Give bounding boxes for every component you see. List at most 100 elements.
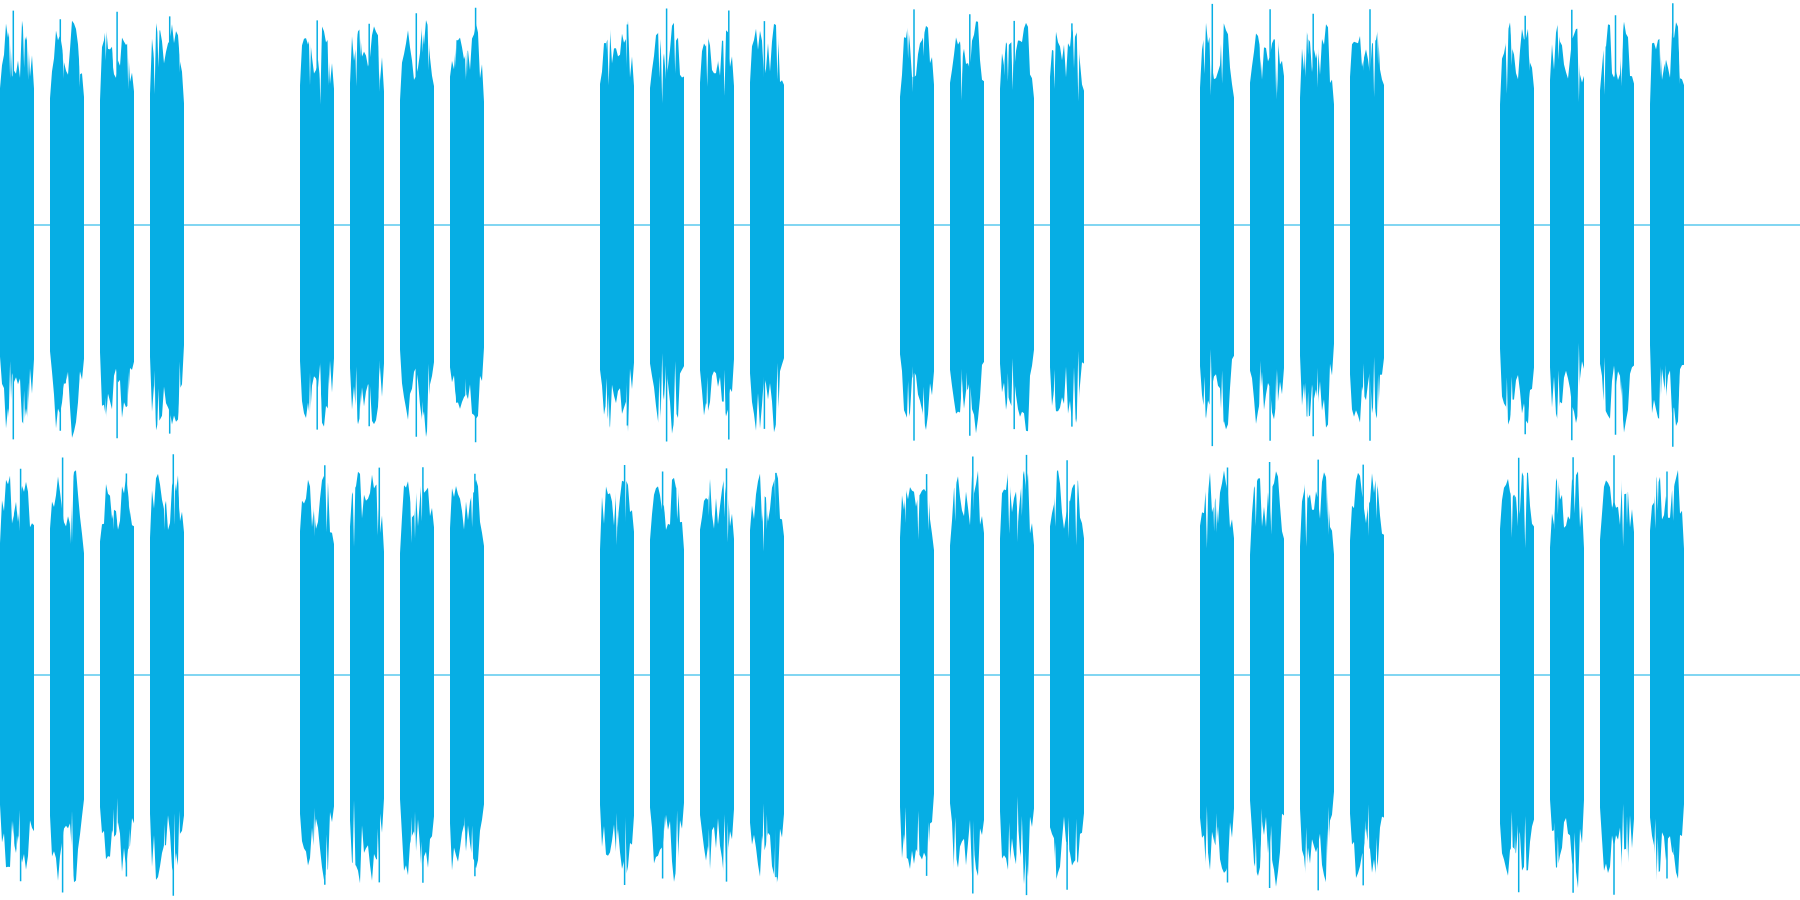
waveform-burst-notch [126,371,131,450]
waveform-burst [150,473,184,881]
waveform-burst [1000,22,1034,432]
waveform-burst-notch [11,450,16,522]
waveform-burst-notch [1374,450,1379,519]
waveform-burst-notch [177,810,182,888]
waveform-burst-notch [660,353,665,443]
waveform-burst-notch [1204,463,1209,549]
waveform-burst-notch [1509,3,1514,66]
waveform-burst-notch [722,11,727,97]
waveform-burst-notch [464,1,469,77]
waveform-burst-notch [1076,351,1081,441]
waveform-burst-notch [768,387,773,450]
waveform-burst-notch [916,464,921,540]
waveform-burst-notch [965,0,969,57]
waveform-channel-left-svg [0,0,1800,450]
waveform-channel-right[interactable] [0,450,1800,900]
waveform-burst-notch [14,450,19,513]
waveform-burst-notch [156,388,161,450]
waveform-burst-notch [1663,364,1668,441]
waveform-burst-notch [462,450,467,517]
waveform-burst-notch [465,389,469,450]
waveform-burst [1000,470,1034,885]
waveform-burst-notch [1005,4,1010,82]
waveform-burst [100,476,134,872]
waveform-burst-notch [1015,796,1020,891]
waveform-burst-notch [326,0,331,86]
waveform-burst-notch [26,382,31,450]
waveform-burst-notch [673,361,678,441]
waveform-burst-notch [1556,450,1560,515]
waveform-burst-notch [1576,7,1581,102]
waveform-burst-notch [761,0,765,59]
waveform-burst-notch [103,0,108,61]
waveform-burst-notch [953,453,958,522]
waveform-burst [1500,472,1534,876]
waveform-burst-notch [470,825,475,889]
waveform-burst-notch [1663,0,1668,73]
waveform-burst-notch [1552,822,1557,898]
waveform-burst [450,23,484,419]
waveform-burst-notch [964,372,969,442]
waveform-burst-notch [1523,815,1528,900]
waveform-burst-notch [1372,3,1377,98]
waveform-burst [1550,22,1584,423]
waveform-burst-notch [358,392,363,450]
waveform-burst-notch [104,397,108,450]
waveform-burst-notch [1602,356,1607,447]
waveform-burst-notch [413,460,417,539]
waveform-burst-notch [467,450,471,513]
waveform-burst-notch [1304,463,1309,547]
waveform-burst-notch [308,372,312,450]
waveform-burst-notch [1074,455,1079,546]
waveform-burst-notch [111,11,116,75]
waveform-burst-notch [1315,367,1320,450]
waveform-burst [50,20,84,438]
waveform-burst-notch [152,370,157,450]
waveform-burst-notch [111,399,115,450]
waveform-burst-notch [162,824,167,900]
waveform-burst-notch [426,363,431,445]
waveform-burst-notch [64,8,69,74]
waveform-burst-notch [377,360,382,449]
waveform-burst [350,471,384,884]
waveform-burst-notch [70,452,74,543]
waveform-burst [1650,22,1684,427]
waveform-burst-notch [722,369,727,450]
waveform-burst-notch [775,362,780,443]
waveform-burst-notch [1602,5,1607,95]
waveform-burst-notch [177,361,182,445]
waveform-burst [700,30,734,417]
waveform-burst-notch [453,0,458,68]
waveform-burst [1350,472,1384,878]
waveform-burst-notch [162,450,167,530]
waveform-channel-right-svg [0,450,1800,900]
waveform-burst-notch [1376,0,1380,66]
waveform-burst-notch [903,807,908,891]
waveform-burst-notch [1202,376,1207,443]
waveform-burst-notch [1556,0,1561,60]
waveform-burst-notch [1677,372,1682,450]
waveform-burst-notch [352,454,356,547]
waveform-burst-notch [614,812,619,900]
waveform-burst-notch [1315,0,1320,88]
waveform-burst [1300,24,1334,428]
waveform-burst-notch [1363,451,1368,520]
waveform-channel-left[interactable] [0,0,1800,450]
waveform-burst-notch [768,0,772,59]
waveform-burst-notch [22,390,26,450]
waveform-burst [150,23,184,431]
waveform-burst-notch [926,821,931,891]
waveform-burst [1600,478,1634,873]
waveform-burst-notch [1527,390,1532,450]
waveform-burst-notch [1258,0,1263,71]
waveform-burst-notch [1656,837,1660,900]
waveform-burst-notch [1509,811,1514,890]
waveform-burst-notch [705,4,710,87]
waveform-burst-notch [1576,343,1581,438]
waveform-burst-notch [1007,452,1012,534]
waveform-burst-notch [624,0,629,69]
waveform-burst-notch [1052,369,1057,446]
waveform-burst-notch [1074,818,1079,900]
waveform-burst [600,20,634,432]
